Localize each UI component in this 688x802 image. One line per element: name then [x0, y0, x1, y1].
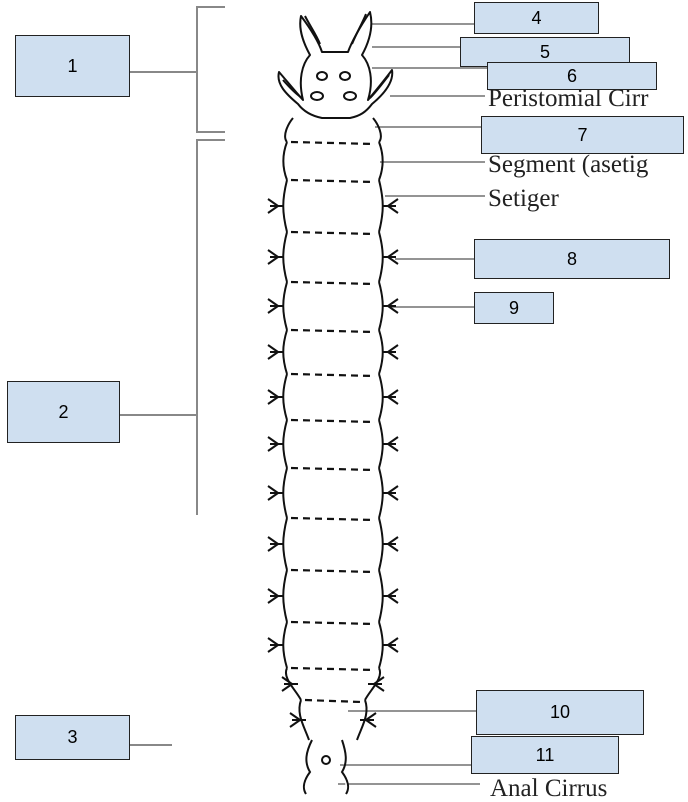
parapodium: [382, 637, 399, 653]
segment-divider: [290, 328, 376, 334]
body-segment: [282, 419, 384, 469]
anal-cirrus-label: Anal Cirrus: [490, 775, 608, 802]
label-box-10[interactable]: 10: [476, 690, 644, 735]
segment-divider: [290, 372, 376, 378]
parapodium: [368, 676, 385, 692]
parapodium: [360, 712, 377, 728]
parapodium: [267, 389, 284, 405]
parapodium: [267, 637, 284, 653]
parapodium: [382, 298, 399, 314]
parapodium: [267, 588, 284, 604]
label-box-4[interactable]: 4: [474, 2, 599, 34]
parapodium: [382, 198, 399, 214]
parapodium: [267, 298, 284, 314]
body-segment: [282, 179, 384, 233]
segment-divider: [304, 698, 362, 704]
bracket-head: [130, 6, 225, 133]
parapodium: [267, 249, 284, 265]
parapodium: [267, 536, 284, 552]
body-segment: [282, 517, 384, 571]
body-segment: [282, 231, 384, 283]
worm-body: [282, 117, 384, 741]
parapodium: [281, 676, 298, 692]
body-segment: [282, 373, 384, 421]
peristomial-cirrus-label: Peristomial Cirr: [488, 85, 649, 112]
segment-asetiger-label: Segment (asetig: [488, 151, 649, 178]
parapodium: [382, 536, 399, 552]
body-segment: [298, 699, 368, 741]
segment-divider: [290, 466, 376, 472]
body-segment: [282, 569, 384, 623]
label-box-2[interactable]: 2: [7, 381, 120, 443]
label-box-8[interactable]: 8: [474, 239, 670, 279]
label-box-3[interactable]: 3: [15, 715, 130, 760]
segment-divider: [290, 280, 376, 286]
parapodium: [267, 485, 284, 501]
segment-divider: [290, 620, 376, 626]
body-segment: [282, 467, 384, 519]
leader-lines: [338, 23, 488, 785]
worm-pygidium: [302, 739, 350, 795]
body-segment: [282, 621, 384, 669]
parapodium: [382, 485, 399, 501]
parapodium: [289, 712, 306, 728]
segment-divider: [290, 140, 376, 146]
setiger-label: Setiger: [488, 185, 559, 212]
parapodium: [382, 588, 399, 604]
body-segment: [282, 141, 384, 181]
parapodium: [267, 436, 284, 452]
parapodium: [382, 436, 399, 452]
parapodium: [382, 344, 399, 360]
label-box-9[interactable]: 9: [474, 292, 554, 324]
parapodia: [267, 198, 399, 728]
body-segment: [284, 667, 382, 701]
parapodium: [382, 389, 399, 405]
segment-divider: [290, 230, 376, 236]
segment-divider: [290, 516, 376, 522]
label-box-6[interactable]: 6: [487, 62, 657, 90]
label-box-7[interactable]: 7: [481, 116, 684, 154]
bracket-trunk: [120, 139, 225, 515]
segment-divider: [290, 568, 376, 574]
parapodium: [267, 344, 284, 360]
segment-divider: [290, 418, 376, 424]
label-box-1[interactable]: 1: [15, 35, 130, 97]
body-segment: [282, 329, 384, 375]
segment-divider: [290, 666, 376, 672]
parapodium: [267, 198, 284, 214]
segment-divider: [290, 178, 376, 184]
body-segment: [284, 117, 382, 143]
label-box-11[interactable]: 11: [471, 736, 619, 774]
parapodium: [382, 249, 399, 265]
worm-head: [277, 11, 394, 119]
body-segment: [282, 281, 384, 331]
